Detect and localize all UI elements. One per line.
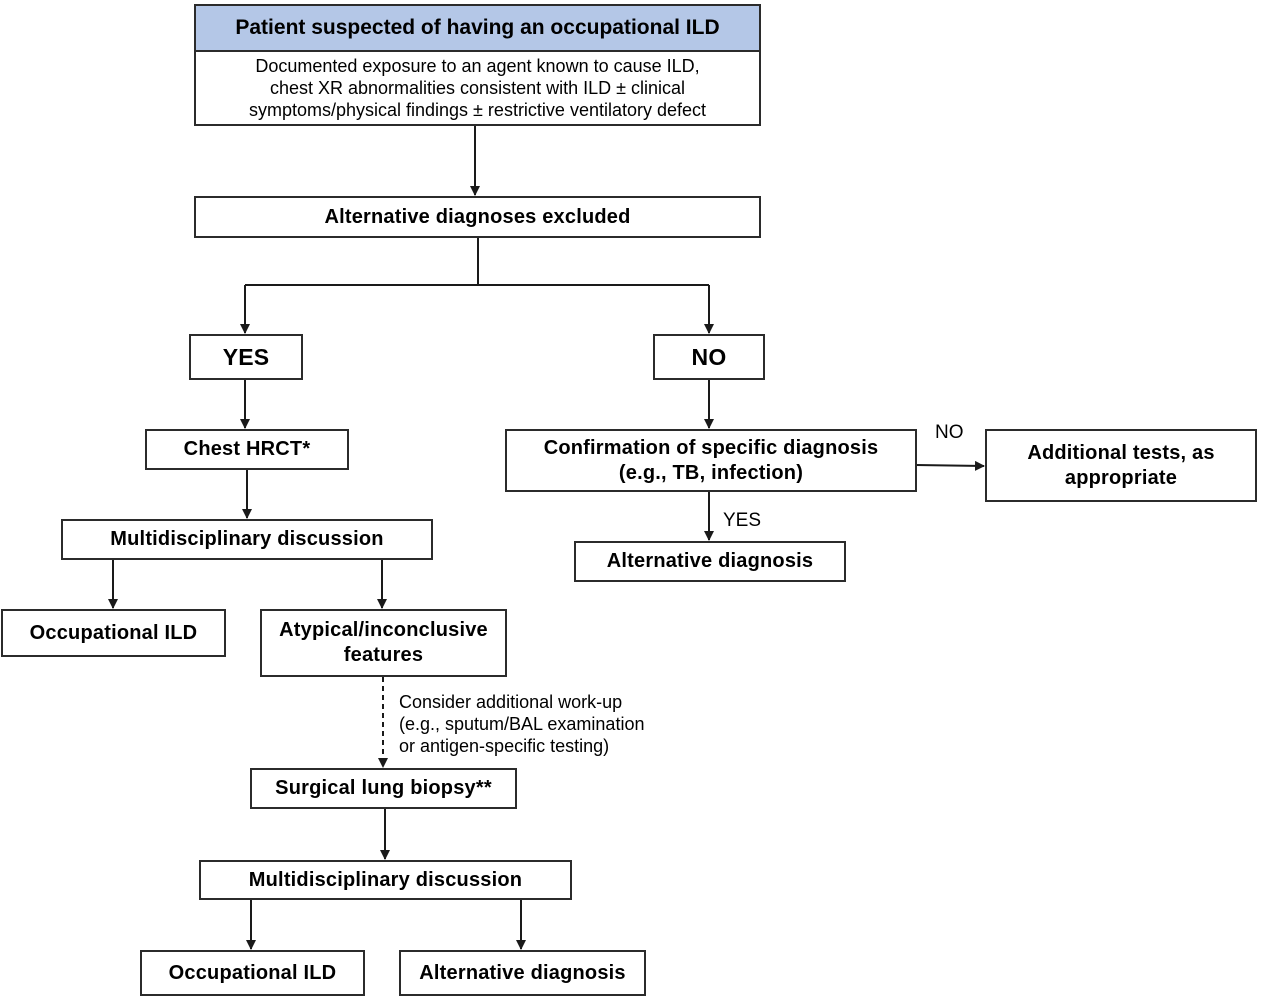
node-occupational-ild-2: Occupational ILD — [140, 950, 365, 996]
start-node-line: symptoms/physical findings ± restrictive… — [248, 100, 707, 120]
start-node-line: chest XR abnormalities consistent with I… — [269, 78, 686, 98]
node-occupational-ild-1: Occupational ILD — [1, 609, 226, 657]
workup-note-line: (e.g., sputum/BAL examination — [399, 714, 645, 734]
node-confirmation-line: Confirmation of specific diagnosis — [543, 436, 879, 459]
node-confirmation-line: (e.g., TB, infection) — [618, 461, 804, 484]
node-additional-tests-line: Additional tests, as — [1027, 441, 1215, 464]
workup-note: Consider additional work-up (e.g., sputu… — [399, 691, 644, 757]
edge-label-no: NO — [935, 422, 964, 443]
node-multidisciplinary-discussion-2: Multidisciplinary discussion — [199, 860, 572, 900]
workup-note-line: or antigen-specific testing) — [399, 736, 610, 756]
node-atypical-line: Atypical/inconclusive — [279, 619, 488, 641]
node-atypical-line: features — [343, 644, 424, 666]
start-node-description: Documented exposure to an agent known to… — [196, 52, 759, 124]
node-alternative-diagnosis-1: Alternative diagnosis — [574, 541, 846, 582]
node-surgical-lung-biopsy: Surgical lung biopsy** — [250, 768, 517, 809]
start-node-line: Documented exposure to an agent known to… — [255, 56, 700, 76]
node-no: NO — [653, 334, 765, 380]
branch-excluded — [245, 238, 479, 286]
node-multidisciplinary-discussion-1: Multidisciplinary discussion — [61, 519, 433, 560]
node-alternative-diagnosis-2: Alternative diagnosis — [399, 950, 646, 996]
start-node-title: Patient suspected of having an occupatio… — [196, 6, 759, 52]
node-additional-tests: Additional tests, as appropriate — [985, 429, 1257, 502]
node-confirmation-specific-diagnosis: Confirmation of specific diagnosis (e.g.… — [505, 429, 917, 492]
workup-note-line: Consider additional work-up — [399, 692, 623, 712]
arrow-confirm-to-tests — [915, 460, 985, 471]
edge-label-yes: YES — [723, 510, 762, 531]
node-chest-hrct: Chest HRCT* — [145, 429, 349, 470]
node-additional-tests-line: appropriate — [1064, 466, 1178, 489]
start-node: Patient suspected of having an occupatio… — [194, 4, 761, 126]
node-alternative-diagnoses-excluded: Alternative diagnoses excluded — [194, 196, 761, 238]
node-yes: YES — [189, 334, 303, 380]
node-atypical-features: Atypical/inconclusive features — [260, 609, 507, 677]
